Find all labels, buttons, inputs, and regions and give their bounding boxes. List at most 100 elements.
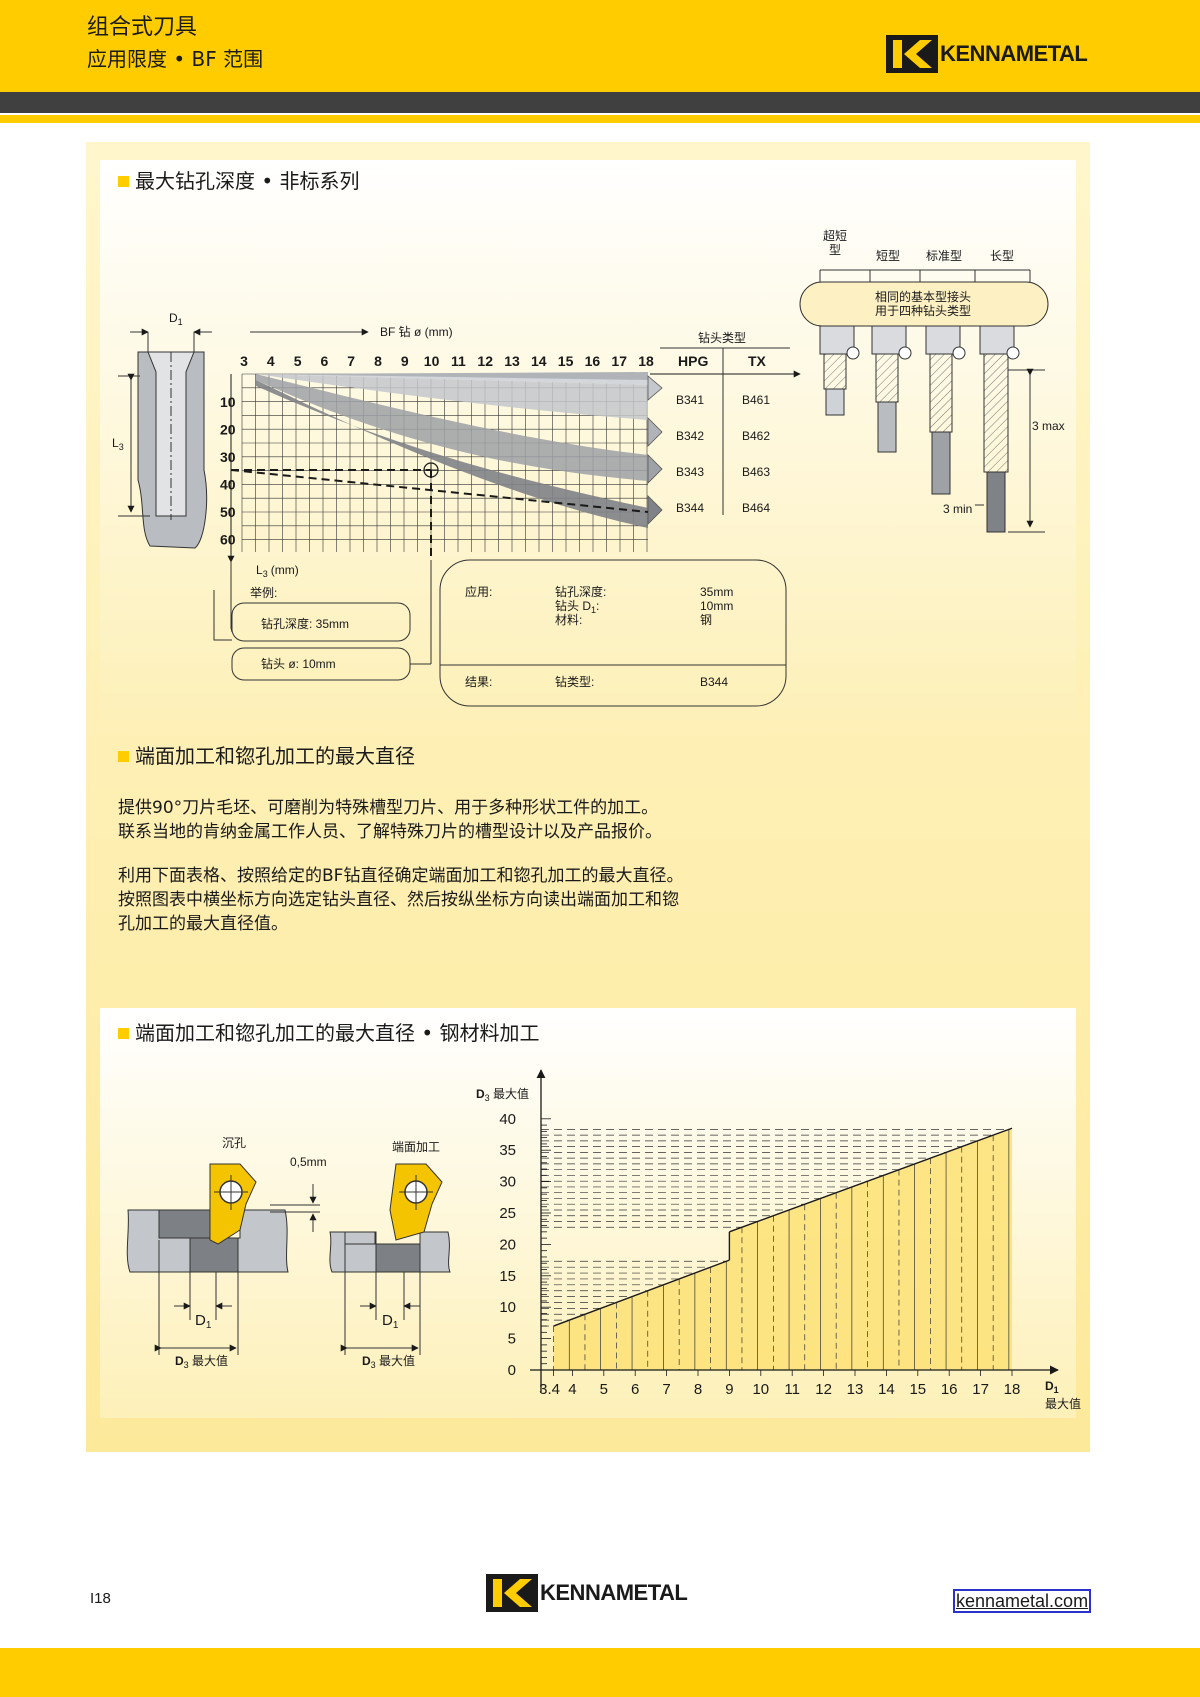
band-top [256,372,648,380]
l3-axis-label: L3(mm) [256,563,299,579]
bf-tick-label: 8 [374,353,382,369]
result-label: 结果: [465,675,492,689]
page-title: 组合式刀具 [87,15,198,40]
bf-axis-label: BF 钻 ø (mm) [380,324,453,339]
tool-type-standard: 标准型 [926,249,962,263]
bf-tick-label: 12 [477,353,493,369]
kennametal-website-link[interactable]: kennametal.com [953,1589,1092,1613]
paragraph-blanks: 提供90°刀片毛坯、可磨削为特殊槽型刀片、用于多种形状工件的加工。 联系当地的肯… [118,798,662,842]
bullet-icon [118,1027,129,1039]
countersink-label: 沉孔 [222,1136,246,1150]
chart-x-tick-label: 17 [972,1381,989,1398]
bf-tick-label: 4 [267,353,275,369]
tool-type-long: 长型 [990,249,1014,263]
col-tx-header: TX [748,353,767,369]
l3-tick-label: 10 [220,394,236,410]
kennametal-wordmark: KENNAMETAL [940,41,1088,66]
bf-tick-label: 18 [638,353,654,369]
result-type-value: B344 [700,675,728,689]
bf-tick-label: 13 [504,353,520,369]
chart-envelope-line [553,1127,1013,1327]
chart-x-axis-label: D1 [1045,1379,1059,1395]
chart-y-axis-label: D3 最大值 [476,1086,529,1103]
chart-x-axis-suffix: 最大值 [1045,1396,1081,1411]
chart-x-tick-label: 12 [815,1381,832,1398]
result-type-label: 钻类型: [555,674,594,689]
tx-type-B461: B461 [742,393,770,407]
hpg-type-B343: B343 [676,465,704,479]
app-depth-value: 35mm [700,585,733,599]
bf-tick-label: 11 [451,353,466,369]
chart-y-tick-label: 10 [499,1299,516,1316]
header-dark-stripe [0,92,1200,113]
page-number: I18 [90,1590,111,1607]
chart-x-tick-label: 11 [784,1381,800,1398]
bf-tick-label: 14 [531,353,547,369]
adapter-note-1: 相同的基本型接头 [875,289,971,304]
l3-tick-label: 40 [220,477,236,493]
l3-axis-ticks: 10 20 30 40 50 60 [220,394,236,548]
chart-y-tick-label: 0 [508,1362,516,1379]
d1-label-facing: D1 [382,1312,399,1331]
d3-label-facing: D3 最大值 [362,1353,415,1370]
kennametal-wordmark: KENNAMETAL [540,1580,688,1605]
tool-types-sketch [799,269,1049,533]
section-title-drilling-depth: 最大钻孔深度 • 非标系列 [118,168,360,194]
footer-kennametal-logo: KENNAMETAL [486,1574,688,1612]
bullet-icon [118,750,129,762]
app-material-label: 材料: [555,613,582,627]
bf-tick-label: 10 [424,353,440,369]
chart-x-tick-label: 5 [600,1381,608,1398]
bf-tick-label: 6 [321,353,329,369]
countersink-sketch [126,1163,320,1355]
drilling-depth-panel [100,160,1076,720]
chart-x-tick-label: 16 [941,1381,958,1398]
chart-y-tick-label: 35 [499,1142,516,1159]
d3-label-countersink: D3 最大值 [175,1353,228,1370]
bore-section-sketch [118,328,212,549]
max-label: 3 max [1032,419,1065,433]
chart-fill-area [553,1128,1012,1370]
l3-tick-label: 30 [220,449,236,465]
facing-sketch [329,1163,451,1355]
hpg-type-B341: B341 [676,393,704,407]
chart-x-tick-label: 7 [662,1381,670,1398]
d1-label-countersink: D1 [195,1312,212,1331]
d1-label: D1 [169,311,183,327]
chart-x-tick-label: 14 [878,1381,895,1398]
chart-x-tick-label: 18 [1004,1381,1021,1398]
l3-tick-label: 20 [220,422,236,438]
chart-x-tick-label: 8 [694,1381,702,1398]
section-title-steel-chart: 端面加工和锪孔加工的最大直径 • 钢材料加工 [118,1020,540,1046]
bf-tick-label: 5 [294,353,302,369]
drill-type-title: 钻头类型 [698,330,746,345]
example-drill: 钻头 ø: 10mm [261,656,336,671]
chart-x-tick-label: 4 [568,1381,576,1398]
bf-tick-label: 16 [585,353,601,369]
example-line-curve [230,469,649,513]
l3-tick-label: 60 [220,532,236,548]
header-band [0,0,1200,92]
tool-type-ultra-short-1: 超短 [823,228,847,243]
chart-x-tick-label: 9 [725,1381,733,1398]
chart-y-tick-label: 40 [499,1111,516,1128]
l3-label: L3 [112,436,124,452]
l3-tick-label: 50 [220,504,236,520]
bf-tick-label: 3 [240,353,248,369]
tool-type-ultra-short-2: 型 [829,243,841,257]
chart-y-tick-label: 25 [499,1205,516,1222]
hpg-type-B344: B344 [676,501,704,515]
min-label: 3 min [943,502,972,516]
app-drill-label: 钻头 D1: [555,598,599,615]
band-b342 [256,374,648,420]
page-subtitle: 应用限度 • BF 范围 [87,47,264,71]
paragraph-usage: 利用下面表格、按照给定的BF钻直径确定端面加工和锪孔加工的最大直径。 按照图表中… [118,866,684,934]
adapter-note-2: 用于四种钻头类型 [875,303,971,318]
example-depth: 钻孔深度: 35mm [261,616,349,631]
kennametal-k-icon [886,35,938,73]
col-hpg-header: HPG [678,353,708,369]
